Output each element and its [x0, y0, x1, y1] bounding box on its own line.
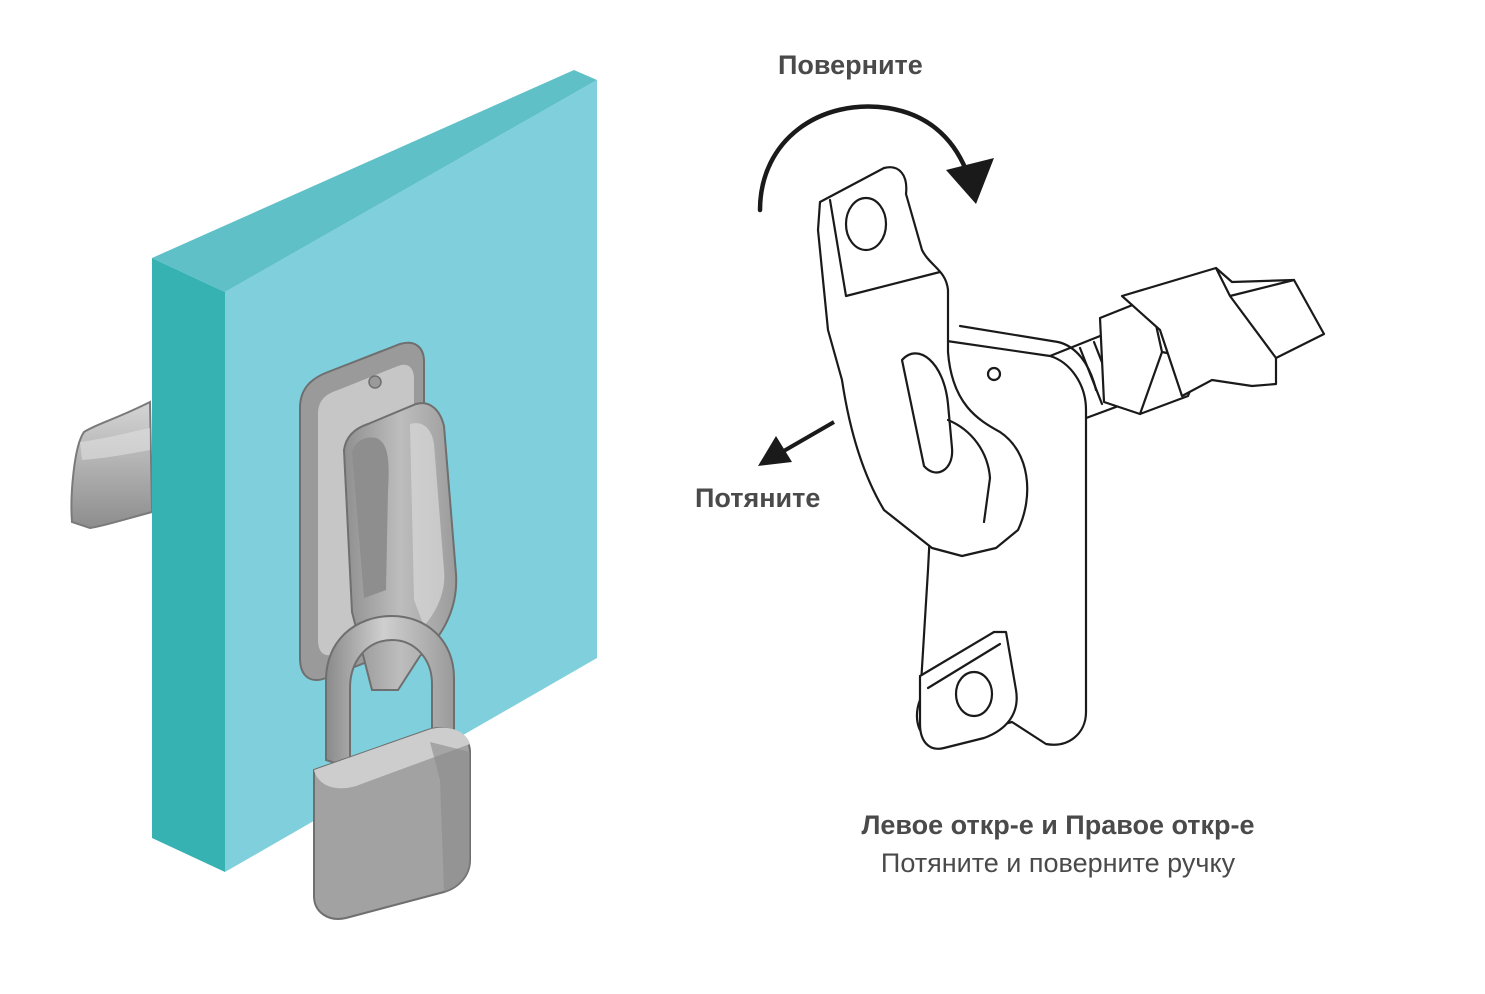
panel-side-edge	[152, 258, 225, 872]
padlock-body-side	[430, 742, 470, 892]
housing-screw	[986, 366, 1002, 382]
cam-tab	[1120, 266, 1326, 398]
lever-arm-slot	[900, 352, 954, 474]
cam-tab-edge	[1214, 266, 1296, 360]
diagram-caption: Левое откр-е и Правое откр-е Потяните и …	[760, 808, 1356, 884]
panel-group	[70, 70, 597, 920]
curved-arrow-clockwise-icon	[757, 104, 994, 213]
latch-lever-highlight	[410, 423, 445, 626]
lever-arm-lower	[946, 418, 992, 524]
straight-arrow-icon	[758, 420, 835, 466]
bottom-lug-hole	[954, 670, 994, 718]
caption-subtitle: Потяните и поверните ручку	[880, 848, 1236, 878]
latch-lever-grip	[352, 437, 389, 598]
bottom-lug-top	[926, 642, 1002, 690]
panel-top-lip	[152, 70, 597, 292]
rotate-label: Поверните	[778, 50, 923, 80]
caption-title: Левое откр-е и Правое откр-е	[861, 810, 1255, 840]
rear-handle	[70, 400, 154, 530]
rear-handle-shade	[80, 428, 150, 460]
pull-label: Потяните	[695, 483, 821, 513]
line-art-latch	[816, 166, 1326, 750]
housing-inner	[958, 324, 1098, 392]
padlock-shackle	[325, 614, 455, 770]
lever-arm-hole	[844, 196, 888, 252]
lever-arm-rim	[828, 198, 942, 298]
latch-pin	[368, 375, 382, 389]
